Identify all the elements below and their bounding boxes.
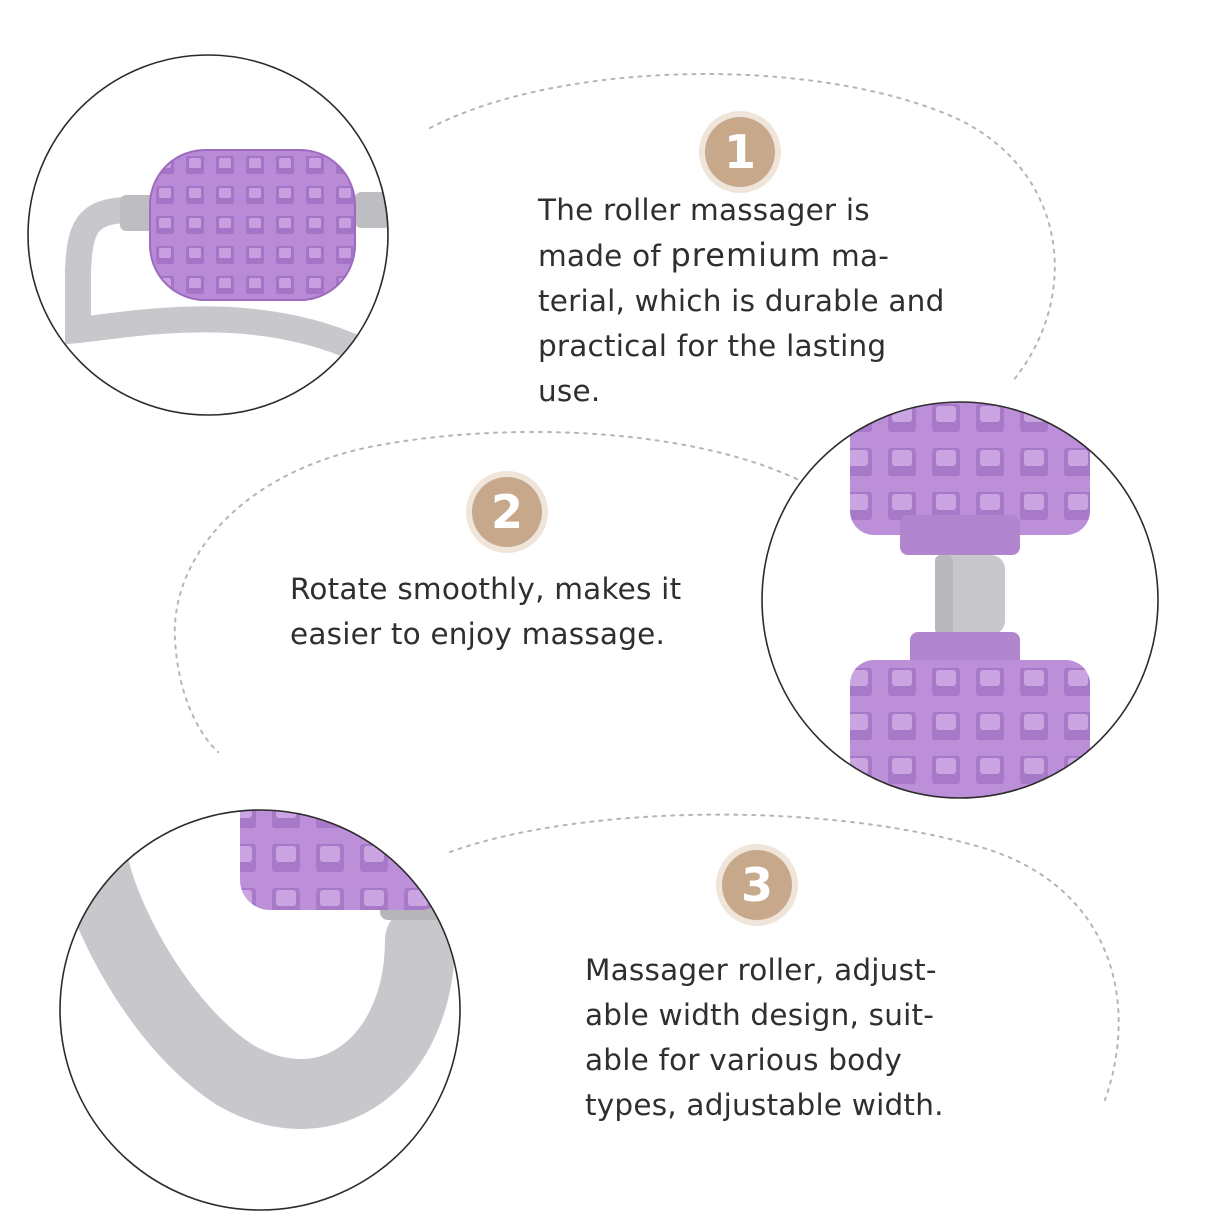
feature-line: Rotate smoothly, makes it: [290, 572, 682, 606]
step-badge-2: 2: [472, 477, 542, 547]
feature-text-3: Massager roller, adjust- able width desi…: [585, 948, 944, 1128]
emphasized-word: premium: [670, 236, 822, 274]
dotted-outline-2: [173, 430, 806, 753]
feature-line: Massager roller, adjust-: [585, 953, 937, 987]
product-photo-roller-segments: [761, 401, 1159, 799]
product-photo-handle-curve: [59, 809, 461, 1211]
step-badge-3: 3: [722, 850, 792, 920]
step-number-3: 3: [740, 858, 773, 912]
dotted-outline-1: [429, 73, 1056, 383]
feature-line: practical for the lasting: [538, 329, 887, 363]
step-number-1: 1: [723, 125, 756, 179]
dotted-outline-3: [449, 813, 1120, 1101]
feature-text-1: The roller massager is made of premium m…: [538, 188, 945, 414]
feature-text-2: Rotate smoothly, makes it easier to enjo…: [290, 567, 681, 657]
step-badge-1: 1: [705, 117, 775, 187]
feature-line: able width design, suit-: [585, 998, 935, 1032]
feature-line: able for various body: [585, 1043, 902, 1077]
product-photo-roller-handle: [27, 54, 389, 416]
feature-line: terial, which is durable and: [538, 284, 945, 318]
feature-line: The roller massager is: [538, 193, 870, 227]
feature-line: easier to enjoy massage.: [290, 617, 666, 651]
feature-line: types, adjustable width.: [585, 1088, 944, 1122]
feature-line: use.: [538, 374, 601, 408]
feature-line: made of premium ma-: [538, 236, 890, 274]
step-number-2: 2: [490, 485, 523, 539]
